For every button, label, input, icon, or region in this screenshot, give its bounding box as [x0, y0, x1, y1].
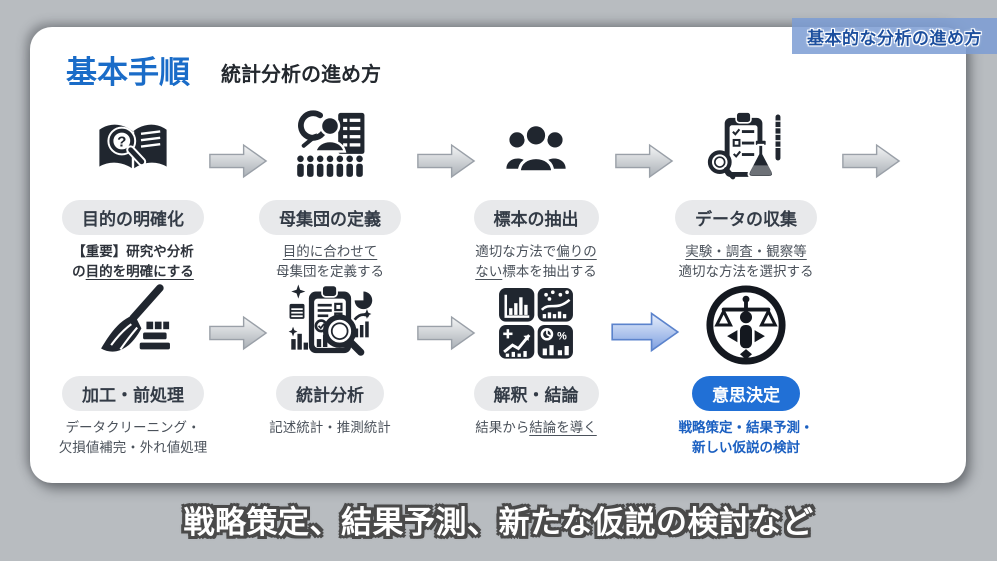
flow-arrow: [209, 315, 268, 351]
broom-icon: [101, 284, 170, 352]
step-desc: 適切な方法で偏りの ない標本を抽出する: [475, 244, 597, 279]
step-desc: 記述統計・推測統計: [269, 420, 391, 435]
step-desc: 結果から結論を導く: [475, 420, 597, 435]
population-icon: [297, 110, 365, 177]
step-label-pill: 母集団の定義: [259, 200, 401, 235]
step-label-pill-highlight: 意思決定: [692, 376, 800, 411]
decision-scale-icon: [706, 285, 786, 365]
step-analysis: 統計分析 記述統計・推測統計: [242, 282, 418, 438]
data-collection-icon: [707, 111, 781, 180]
flow-arrow: [842, 143, 901, 179]
step-label-pill: 統計分析: [276, 376, 384, 411]
step-label-pill: データの収集: [675, 200, 817, 235]
step-desc: 実験・調査・観察等 適切な方法を選択する: [678, 244, 814, 279]
charts-grid-icon: %: [499, 288, 573, 359]
step-label-pill: 解釈・結論: [473, 376, 599, 411]
step-desc: 戦略策定・結果予測・ 新しい仮説の検討: [678, 420, 814, 455]
analysis-clipboard-icon: [288, 284, 373, 356]
book-magnifier-icon: ?: [99, 124, 167, 169]
step-preprocessing: 加工・前処理 データクリーニング・ 欠損値補完・外れ値処理: [45, 282, 221, 457]
step-data-collection: データの収集 実験・調査・観察等 適切な方法を選択する: [658, 106, 834, 281]
svg-text:?: ?: [117, 134, 126, 151]
corner-badge: 基本的な分析の進め方: [792, 18, 997, 54]
step-population: 母集団の定義 目的に合わせて 母集団を定義する: [242, 106, 418, 281]
step-objective: ? 目的の明確化 【重要】研究や分析 の目的を明確にする: [45, 106, 221, 281]
sample-group-icon: [506, 123, 566, 174]
step-interpretation: % 解釈・結論 結果から結論を導く: [448, 282, 624, 438]
corner-badge-label: 基本的な分析の進め方: [807, 28, 982, 48]
step-label-pill: 加工・前処理: [62, 376, 204, 411]
flow-arrow: [417, 143, 476, 179]
video-caption: 戦略策定、結果予測、新たな仮説の検討など: [183, 505, 814, 540]
step-decision: 意思決定 戦略策定・結果予測・ 新しい仮説の検討: [658, 282, 834, 457]
step-desc: 目的に合わせて 母集団を定義する: [276, 244, 384, 279]
step-label-pill: 標本の抽出: [473, 200, 599, 235]
flow-arrow: [417, 315, 476, 351]
step-sampling: 標本の抽出 適切な方法で偏りの ない標本を抽出する: [448, 106, 624, 281]
step-desc: 【重要】研究や分析 の目的を明確にする: [72, 244, 194, 279]
flow-arrow: [615, 143, 674, 179]
step-label-pill: 目的の明確化: [62, 200, 204, 235]
step-desc: データクリーニング・ 欠損値補完・外れ値処理: [58, 420, 208, 455]
page-title: 基本手順: [66, 55, 190, 90]
flow-arrow: [209, 143, 268, 179]
flow-arrow-highlight: [611, 311, 680, 353]
svg-text:%: %: [557, 330, 567, 342]
page-subtitle: 統計分析の進め方: [221, 64, 381, 86]
